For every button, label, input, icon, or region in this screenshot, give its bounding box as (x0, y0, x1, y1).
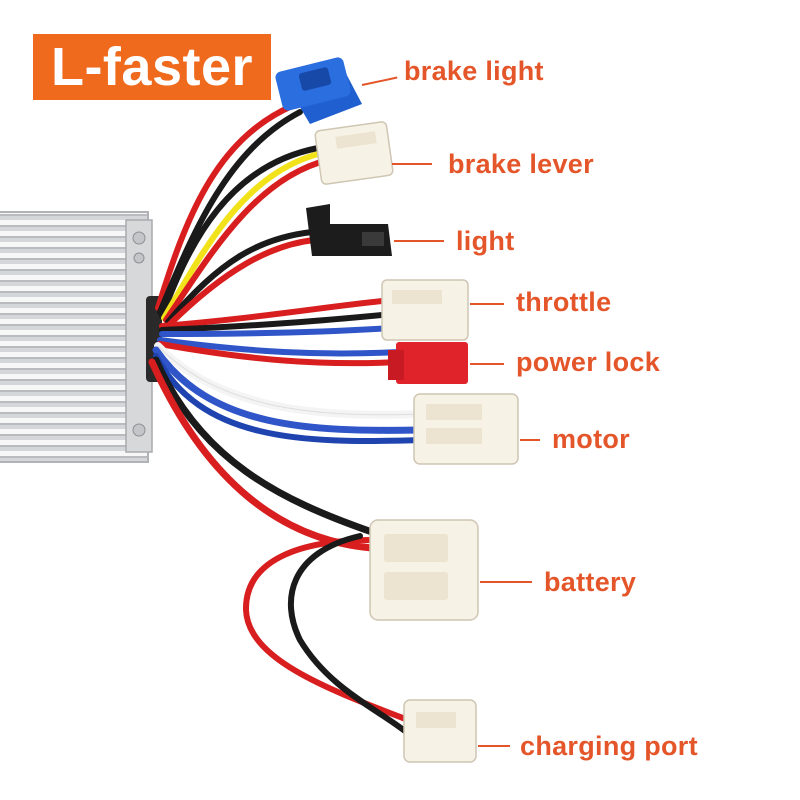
power-lock-leader (470, 363, 504, 365)
brake-lever-leader (392, 163, 432, 165)
motor-connector (413, 393, 519, 465)
brake-lever-connector (314, 121, 394, 185)
battery-connector (369, 519, 479, 621)
label-power-lock: power lock (516, 347, 661, 377)
label-brake-light: brake light (404, 56, 544, 86)
light-leader (394, 240, 444, 242)
label-battery: battery (544, 567, 637, 597)
battery-leader (480, 581, 532, 583)
label-motor: motor (552, 424, 630, 454)
label-brake-lever: brake lever (448, 149, 594, 179)
light-connector (306, 204, 392, 256)
throttle-connector (381, 279, 469, 341)
label-throttle: throttle (516, 287, 612, 317)
throttle-leader (470, 303, 504, 305)
power-lock-connector (388, 342, 468, 384)
brand-logo: L-faster (33, 34, 271, 100)
brake-light-connector (275, 57, 362, 124)
controller-housing (0, 211, 162, 463)
label-charging-port: charging port (520, 731, 698, 761)
wire-bundle (148, 103, 424, 738)
label-light: light (456, 226, 515, 256)
charging-port-leader (478, 745, 510, 747)
motor-leader (520, 439, 540, 441)
charging-port-connector (403, 699, 477, 763)
